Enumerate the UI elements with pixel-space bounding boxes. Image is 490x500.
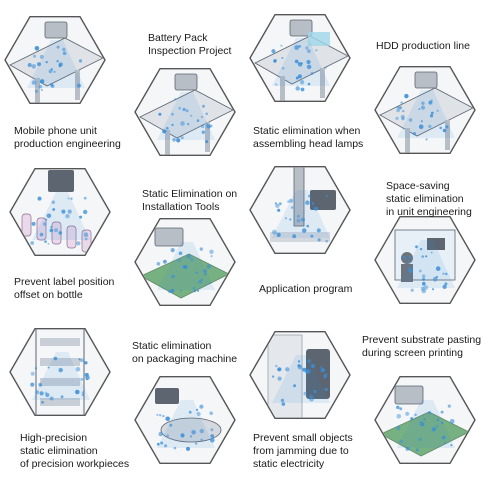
caption-line: Prevent small objects [253,432,353,444]
caption-battery-pack: Battery Pack Inspection Project [148,32,231,58]
caption-line: Application program [259,283,353,295]
caption-line: Prevent substrate pasting [362,334,482,346]
caption-line: Mobile phone unit [14,125,97,137]
caption-line: on packaging machine [132,353,238,365]
caption-line: Battery Pack [148,32,208,44]
hex-bottle-line [9,167,111,257]
caption-line: production engineering [14,138,121,150]
hex-hdd-line [249,13,351,103]
caption-installation-tools: Static Elimination on Installation Tools [142,188,237,214]
caption-substrate-pasting: Prevent substrate pasting during screen … [362,334,481,360]
hex-pcb-press [374,376,476,464]
caption-line: static elimination [386,193,464,205]
caption-line: from jamming due to [253,445,349,457]
hex-workpiece-rack [9,328,111,416]
caption-line: High-precision [20,432,88,444]
caption-line: Static elimination when [253,125,361,137]
caption-line: static electricity [253,458,325,470]
hex-tool-ionizer [249,165,351,255]
caption-line: of precision workpieces [20,458,130,470]
caption-hdd-line: HDD production line [376,40,470,53]
caption-line: during screen printing [362,347,463,359]
caption-line: assembling head lamps [253,138,364,150]
caption-label-position: Prevent label position offset on bottle [14,276,114,302]
caption-application-program: Application program [259,283,352,296]
hex-screen-printing [374,215,476,304]
caption-line: Space-saving [386,180,450,192]
caption-line: Installation Tools [142,201,220,213]
caption-head-lamps: Static elimination when assembling head … [253,125,363,151]
hex-battery-inspection [134,67,236,157]
caption-line: static elimination [20,445,98,457]
hex-parts-feeder [134,376,236,464]
hex-circuit-board [134,217,236,306]
caption-mobile-phone: Mobile phone unit production engineering [14,125,121,151]
caption-line: Static elimination [132,340,212,352]
hex-conveyor-ionizer [374,65,476,155]
caption-line: Prevent label position [14,276,115,288]
caption-line: Inspection Project [148,45,232,57]
caption-line: offset on bottle [14,289,83,301]
caption-line: in unit engineering [386,206,472,218]
caption-precision-workpieces: High-precision static elimination of pre… [20,432,129,471]
caption-line: HDD production line [376,40,470,52]
hex-packaging-film [249,331,351,419]
hex-assembly-bench [4,16,106,105]
caption-space-saving: Space-saving static elimination in unit … [386,180,472,219]
caption-line: Static Elimination on [142,188,238,200]
caption-packaging-machine: Static elimination on packaging machine [132,340,237,366]
caption-small-objects: Prevent small objects from jamming due t… [253,432,353,471]
